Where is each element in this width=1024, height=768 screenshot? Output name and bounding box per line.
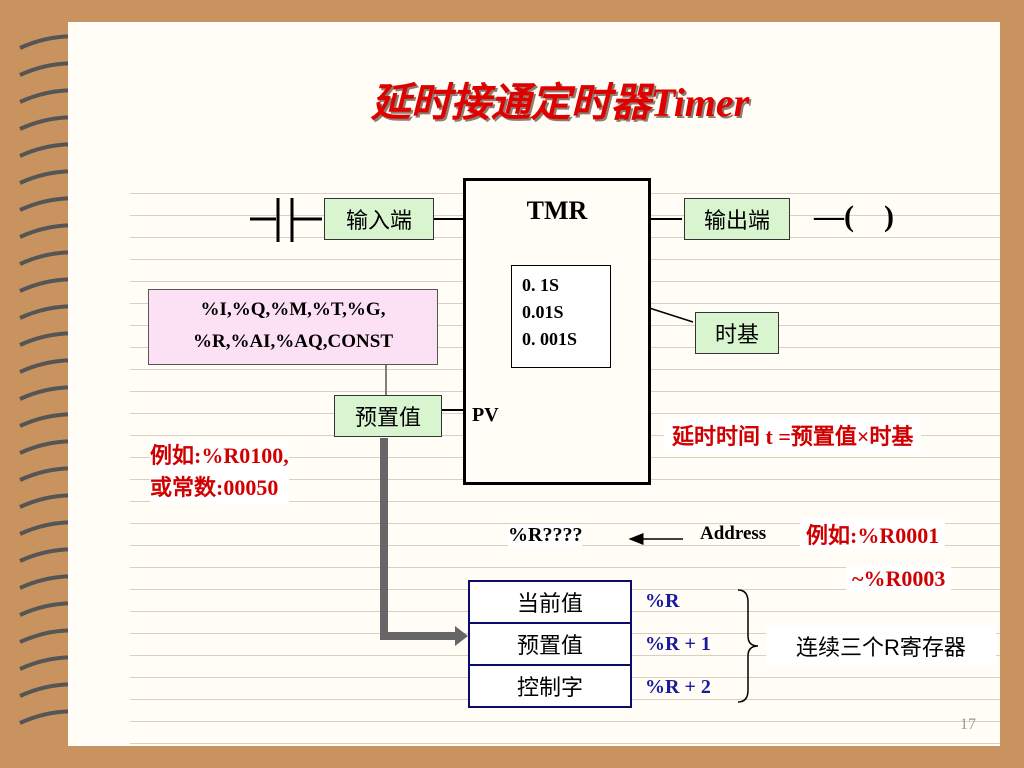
register-address: %R + 1 bbox=[645, 633, 711, 655]
output-coil: —( ) bbox=[814, 200, 894, 233]
preset-example-line: 例如:%R0100, bbox=[150, 443, 289, 468]
contact-symbol bbox=[250, 198, 322, 242]
register-name: 控制字 bbox=[468, 664, 632, 708]
table-row: 当前值 bbox=[468, 580, 632, 624]
address-label: Address bbox=[700, 523, 767, 544]
register-name: 当前值 bbox=[468, 580, 632, 624]
input-terminal-label: 输入端 bbox=[324, 198, 434, 240]
pv-pin-label: PV bbox=[472, 404, 499, 426]
register-name: 预置值 bbox=[468, 622, 632, 666]
time-base-label: 时基 bbox=[695, 312, 779, 354]
table-row: 预置值 bbox=[468, 622, 632, 666]
table-row: 控制字 bbox=[468, 664, 632, 708]
address-example: 例如:%R0001 bbox=[800, 518, 946, 550]
slide-title: 延时接通定时器Timer bbox=[370, 80, 750, 125]
operand-types-callout: %I,%Q,%M,%T,%G, %R,%AI,%AQ,CONST bbox=[148, 289, 438, 365]
preset-example: 例如:%R0100, 或常数:00050 bbox=[150, 440, 289, 504]
output-terminal-label: 输出端 bbox=[684, 198, 790, 240]
consecutive-registers-note: 连续三个R寄存器 bbox=[766, 626, 996, 666]
register-address: %R + 2 bbox=[645, 676, 711, 698]
operand-types-line: %I,%Q,%M,%T,%G, bbox=[200, 299, 386, 320]
register-table: 当前值 预置值 控制字 bbox=[468, 580, 632, 708]
page-number: 17 bbox=[960, 716, 976, 733]
time-base-option: 0. 001S bbox=[522, 329, 578, 349]
address-field: %R???? bbox=[508, 524, 583, 547]
time-base-options: 0. 1S 0.01S 0. 001S bbox=[511, 265, 611, 368]
timer-label: TMR bbox=[526, 196, 588, 225]
preset-example-line: 或常数:00050 bbox=[150, 475, 279, 500]
time-base-option: 0. 1S bbox=[522, 275, 560, 295]
address-example-range: ~%R0003 bbox=[846, 566, 952, 592]
preset-value-label: 预置值 bbox=[334, 395, 442, 437]
operand-types-line: %R,%AI,%AQ,CONST bbox=[192, 331, 394, 352]
delay-formula: 延时时间 t =预置值×时基 bbox=[664, 418, 922, 452]
register-address: %R bbox=[645, 590, 680, 612]
time-base-option: 0.01S bbox=[522, 302, 564, 322]
